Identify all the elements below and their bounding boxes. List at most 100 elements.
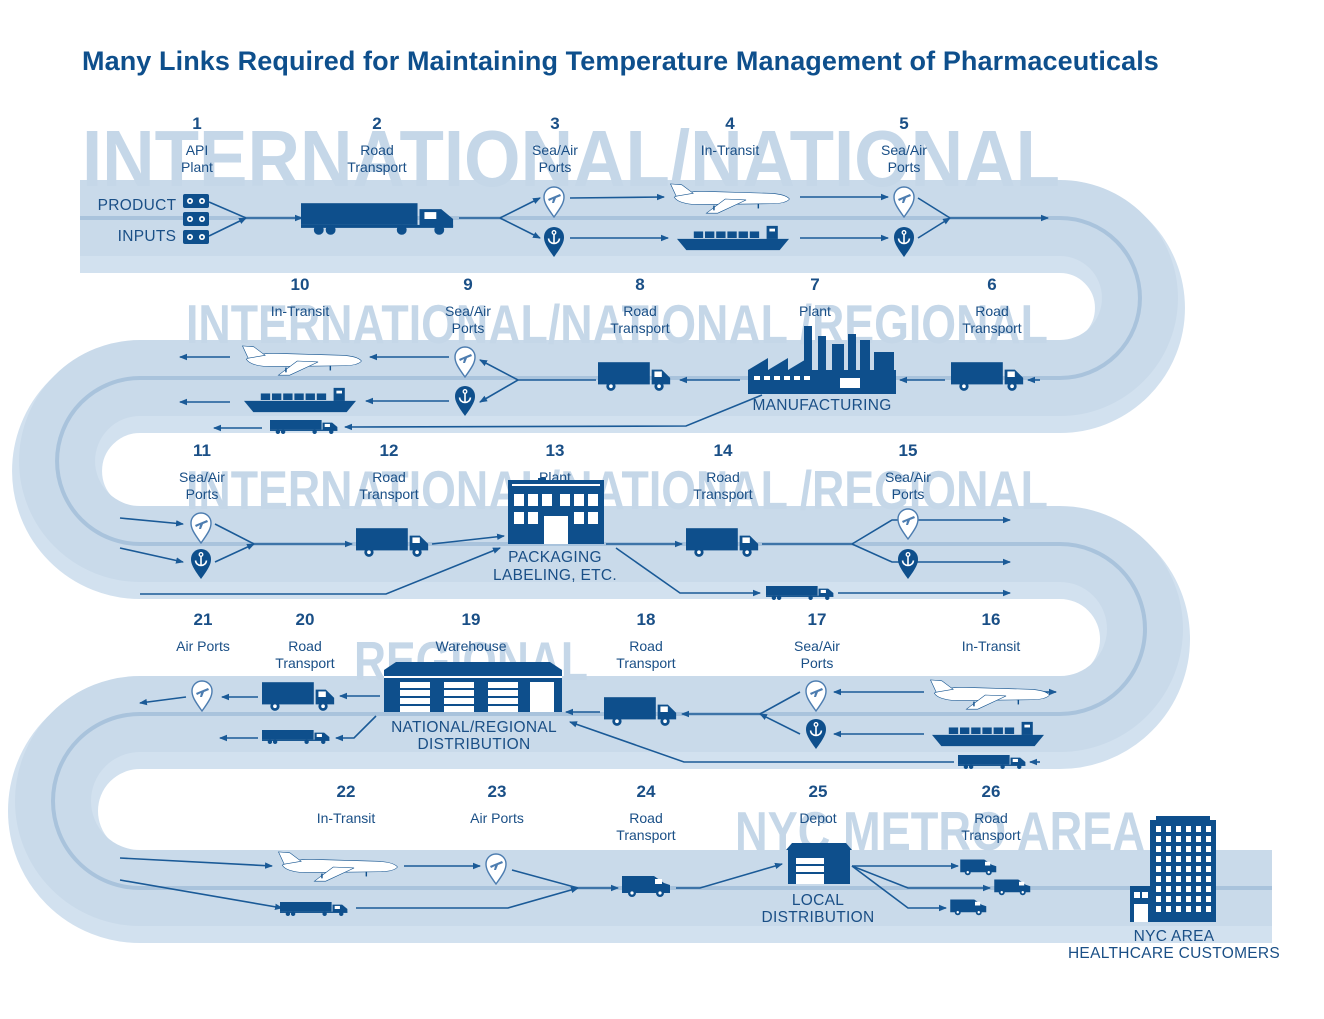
step-label: In-Transit xyxy=(317,810,376,826)
step-label: Sea/Air xyxy=(179,469,225,485)
flow-arrow xyxy=(759,713,801,735)
step-number: 23 xyxy=(488,782,507,801)
warehouse-icon xyxy=(384,662,562,712)
step-label: Plant xyxy=(181,159,213,175)
step-label: Sea/Air xyxy=(445,303,491,319)
band-label-international-national: INTERNATIONAL/NATIONAL xyxy=(82,114,1060,203)
step-number: 13 xyxy=(546,441,565,460)
flow-arrow xyxy=(851,865,991,892)
step-4: 4In-Transit xyxy=(701,114,760,158)
step-number: 4 xyxy=(725,114,735,133)
flow-arrow xyxy=(615,547,761,597)
local-label: LOCAL xyxy=(792,892,844,909)
flow-arrow xyxy=(208,217,247,237)
step-label: Road xyxy=(629,638,662,654)
step-label: Transport xyxy=(961,827,1021,843)
flow-arrow xyxy=(762,516,1011,545)
flow-arrow xyxy=(851,865,947,912)
step-number: 9 xyxy=(463,275,472,294)
inputs-label: INPUTS xyxy=(118,228,177,245)
factory-icon xyxy=(748,326,896,394)
step-number: 2 xyxy=(372,114,381,133)
flow-arrow xyxy=(479,379,519,403)
step-number: 10 xyxy=(291,275,310,294)
step-label: Ports xyxy=(186,486,219,502)
flow-arrow xyxy=(140,547,501,595)
step-number: 14 xyxy=(714,441,733,460)
step-number: 19 xyxy=(462,610,481,629)
flow-lines xyxy=(119,193,1057,912)
local-distribution-label: DISTRIBUTION xyxy=(762,909,875,926)
step-label: Road xyxy=(629,810,662,826)
step-number: 11 xyxy=(193,441,211,460)
building-icon xyxy=(508,478,604,544)
step-number: 24 xyxy=(637,782,656,801)
skyscraper-icon xyxy=(1130,816,1216,922)
step-label: In-Transit xyxy=(701,142,760,158)
step-number: 15 xyxy=(899,441,918,460)
step-label: Air Ports xyxy=(470,810,524,826)
step-label: Transport xyxy=(610,320,670,336)
serpentine-road xyxy=(8,180,1272,943)
step-label: Road xyxy=(623,303,656,319)
step-label: Road xyxy=(975,303,1008,319)
page-title: Many Links Required for Maintaining Temp… xyxy=(82,46,1159,76)
step-label: In-Transit xyxy=(962,638,1021,654)
step-label: Road xyxy=(974,810,1007,826)
step-number: 21 xyxy=(194,610,213,629)
step-label: In-Transit xyxy=(271,303,330,319)
labeling-label: LABELING, ETC. xyxy=(493,567,617,584)
step-label: Ports xyxy=(801,655,834,671)
flow-arrow xyxy=(499,217,541,239)
step-label: Transport xyxy=(693,486,753,502)
flow-arrow xyxy=(214,543,255,563)
flow-arrow xyxy=(335,715,377,742)
step-label: Warehouse xyxy=(435,638,506,654)
flow-arrow xyxy=(676,862,783,889)
depot-icon xyxy=(786,843,852,884)
road-centerline xyxy=(51,216,1272,890)
step-number: 7 xyxy=(810,275,819,294)
flow-arrow xyxy=(344,394,763,431)
step-label: Ports xyxy=(452,320,485,336)
step-labels: 1APIPlant2RoadTransport3Sea/AirPorts4In-… xyxy=(176,114,1022,843)
step-number: 18 xyxy=(637,610,656,629)
step-number: 6 xyxy=(987,275,996,294)
flow-arrow xyxy=(119,857,273,869)
step-label: Transport xyxy=(359,486,419,502)
step-label: Sea/Air xyxy=(885,469,931,485)
distribution-label: DISTRIBUTION xyxy=(418,736,531,753)
manufacturing-label: MANUFACTURING xyxy=(752,397,891,414)
flow-arrow xyxy=(119,547,184,564)
step-label: Depot xyxy=(799,810,836,826)
flow-arrow xyxy=(569,721,954,763)
step-label: Plant xyxy=(799,303,831,319)
step-label: Transport xyxy=(962,320,1022,336)
flow-arrow xyxy=(139,696,187,706)
step-label: Ports xyxy=(888,159,921,175)
step-label: Sea/Air xyxy=(794,638,840,654)
step-number: 1 xyxy=(192,114,201,133)
customers-label-2: HEALTHCARE CUSTOMERS xyxy=(1068,945,1280,962)
customers-label-1: NYC AREA xyxy=(1134,928,1215,945)
step-label: Air Ports xyxy=(176,638,230,654)
step-label: Ports xyxy=(892,486,925,502)
step-label: Transport xyxy=(347,159,407,175)
step-label: Sea/Air xyxy=(881,142,927,158)
step-number: 16 xyxy=(982,610,1001,629)
